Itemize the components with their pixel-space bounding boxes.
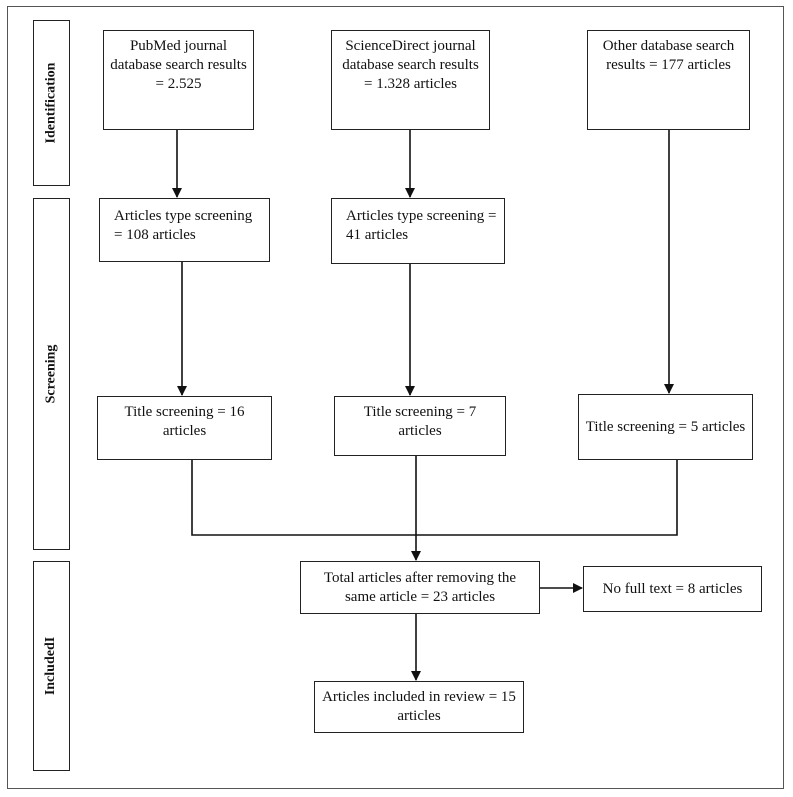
box-title-screening-pubmed: Title screening = 16 articles	[97, 396, 272, 460]
box-type-screening-pubmed-text: Articles type screening = 108 articles	[114, 208, 253, 243]
box-type-screening-sciencedirect: Articles type screening = 41 articles	[331, 198, 505, 264]
box-sciencedirect-results: ScienceDirect journal database search re…	[331, 30, 490, 130]
stage-identification: Identification	[33, 20, 70, 186]
stage-screening: Screening	[33, 198, 70, 550]
box-other-results: Other database search results = 177 arti…	[587, 30, 750, 130]
box-no-full-text-text: No full text = 8 articles	[602, 580, 743, 597]
stage-included-label: IncludedI	[43, 636, 59, 696]
box-title-screening-other-text: Title screening = 5 articles	[585, 418, 746, 435]
box-title-screening-pubmed-text: Title screening = 16 articles	[124, 404, 245, 439]
box-type-screening-pubmed: Articles type screening = 108 articles	[99, 198, 270, 262]
box-total-articles-text: Total articles after removing the same a…	[323, 569, 517, 605]
box-included-in-review-text: Articles included in review = 15 article…	[322, 689, 516, 724]
box-title-screening-other: Title screening = 5 articles	[578, 394, 753, 460]
box-other-results-text: Other database search results = 177 arti…	[602, 38, 735, 73]
merge-line	[191, 460, 678, 536]
diagram-frame	[7, 6, 784, 789]
box-type-screening-sciencedirect-text: Articles type screening = 41 articles	[346, 208, 497, 243]
stage-included: IncludedI	[33, 561, 70, 771]
stage-screening-label: Screening	[43, 344, 59, 404]
box-no-full-text: No full text = 8 articles	[583, 566, 762, 612]
box-sciencedirect-results-text: ScienceDirect journal database search re…	[342, 38, 479, 92]
box-pubmed-results: PubMed journal database search results =…	[103, 30, 254, 130]
box-included-in-review: Articles included in review = 15 article…	[314, 681, 524, 733]
box-title-screening-sciencedirect: Title screening = 7 articles	[334, 396, 506, 456]
box-total-articles: Total articles after removing the same a…	[300, 561, 540, 614]
box-title-screening-sciencedirect-text: Title screening = 7 articles	[363, 404, 477, 439]
stage-identification-label: Identification	[43, 62, 59, 144]
box-pubmed-results-text: PubMed journal database search results =…	[110, 38, 247, 92]
